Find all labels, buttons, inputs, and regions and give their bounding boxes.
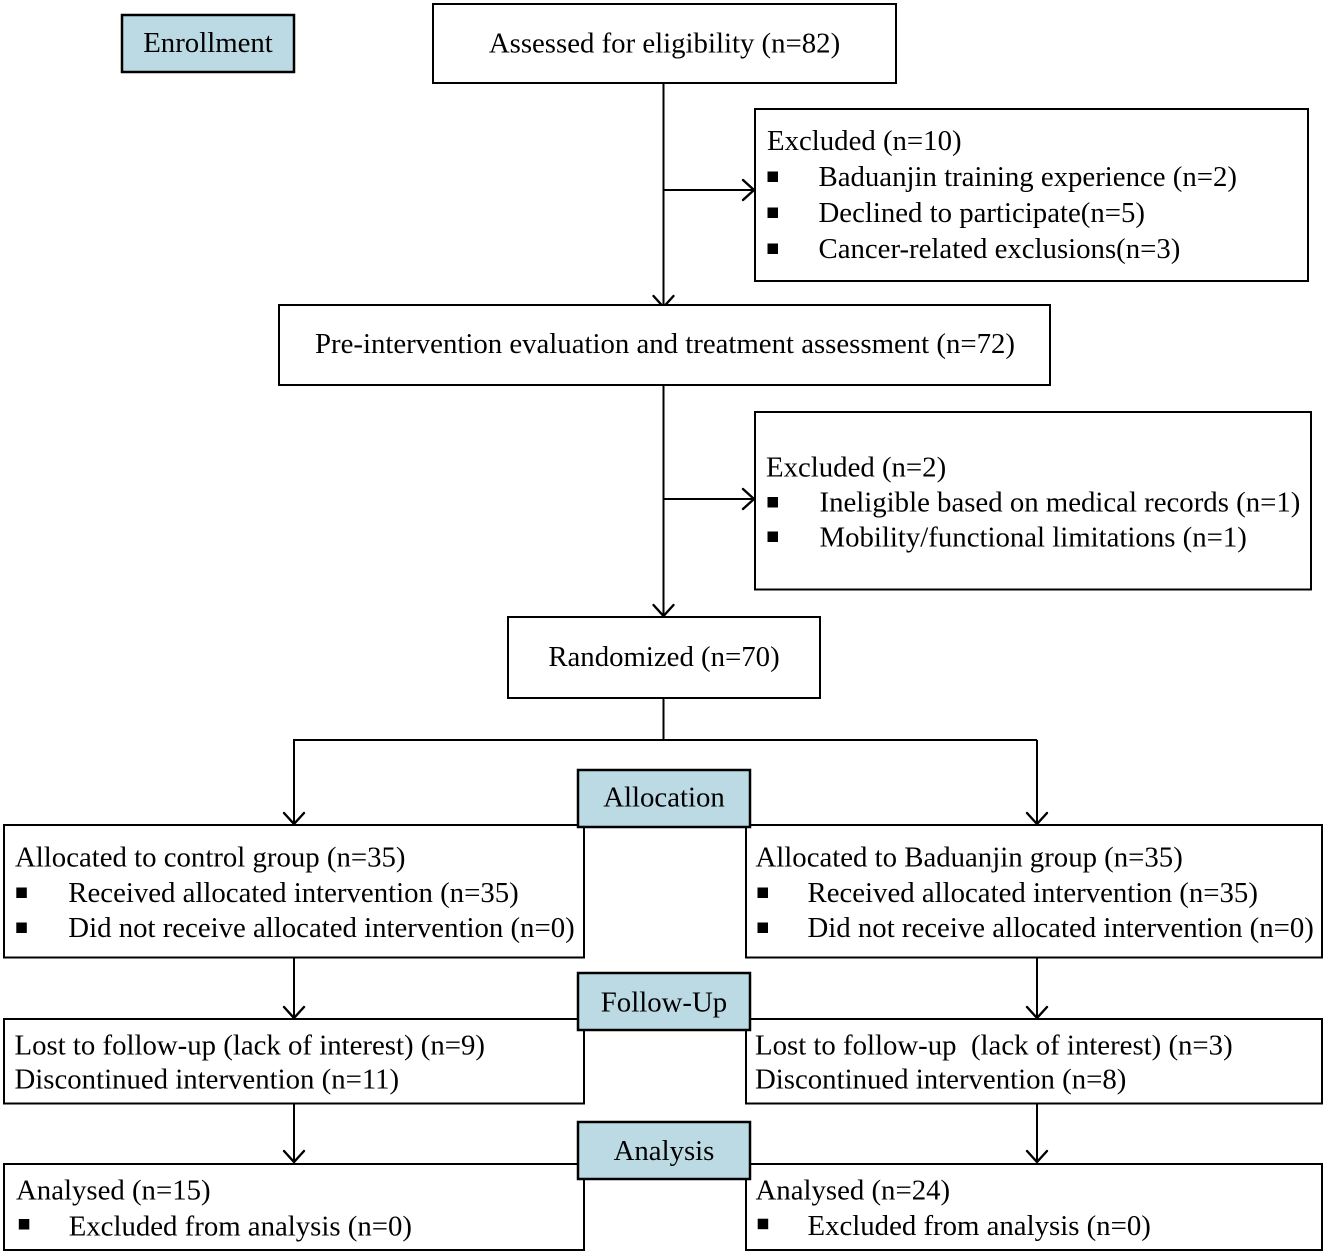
svg-text:Discontinued intervention (n=1: Discontinued intervention (n=11) [15, 1064, 400, 1096]
svg-text:Allocation: Allocation [603, 782, 725, 814]
svg-text:Received allocated interventio: Received allocated intervention (n=35) [68, 877, 518, 909]
svg-text:Baduanjin training experience: Baduanjin training experience (n=2) [819, 161, 1237, 193]
svg-text:Analysed (n=24): Analysed (n=24) [756, 1175, 951, 1207]
svg-text:Allocated to control group (n=: Allocated to control group (n=35) [15, 842, 406, 874]
svg-text:Discontinued intervention (n=8: Discontinued intervention (n=8) [755, 1064, 1126, 1096]
svg-text:Excluded (n=10): Excluded (n=10) [767, 125, 962, 157]
svg-text:Pre-intervention evaluation an: Pre-intervention evaluation and treatmen… [315, 328, 1015, 360]
svg-text:Analysed (n=15): Analysed (n=15) [16, 1175, 211, 1207]
svg-text:Cancer-related exclusions(n=3): Cancer-related exclusions(n=3) [819, 233, 1181, 265]
svg-text:Ineligible based on medical re: Ineligible based on medical records (n=1… [820, 487, 1301, 519]
svg-text:Did not receive allocated inte: Did not receive allocated intervention (… [808, 912, 1314, 944]
svg-text:Lost to follow-up (lack of int: Lost to follow-up (lack of interest) (n=… [15, 1030, 485, 1062]
svg-text:Randomized (n=70): Randomized (n=70) [548, 641, 779, 673]
svg-text:Did not receive allocated inte: Did not receive allocated intervention (… [68, 912, 574, 944]
svg-text:Analysis: Analysis [614, 1135, 715, 1167]
svg-text:Excluded from analysis (n=0): Excluded from analysis (n=0) [808, 1210, 1151, 1242]
svg-text:Excluded (n=2): Excluded (n=2) [766, 452, 946, 484]
svg-text:Assessed for eligibility (n=82: Assessed for eligibility (n=82) [489, 28, 840, 60]
svg-text:Follow-Up: Follow-Up [601, 987, 727, 1019]
svg-text:Allocated to Baduanjin group (: Allocated to Baduanjin group (n=35) [756, 842, 1183, 874]
svg-text:Enrollment: Enrollment [143, 27, 273, 59]
svg-text:Declined to participate(n=5): Declined to participate(n=5) [819, 197, 1145, 229]
svg-text:Mobility/functional limitation: Mobility/functional limitations (n=1) [820, 522, 1247, 554]
svg-text:Received allocated interventio: Received allocated intervention (n=35) [808, 877, 1258, 909]
svg-text:Lost to follow-up (lack of in: Lost to follow-up (lack of interest) (n=… [755, 1030, 1233, 1062]
svg-text:Excluded from analysis (n=0): Excluded from analysis (n=0) [69, 1210, 412, 1242]
